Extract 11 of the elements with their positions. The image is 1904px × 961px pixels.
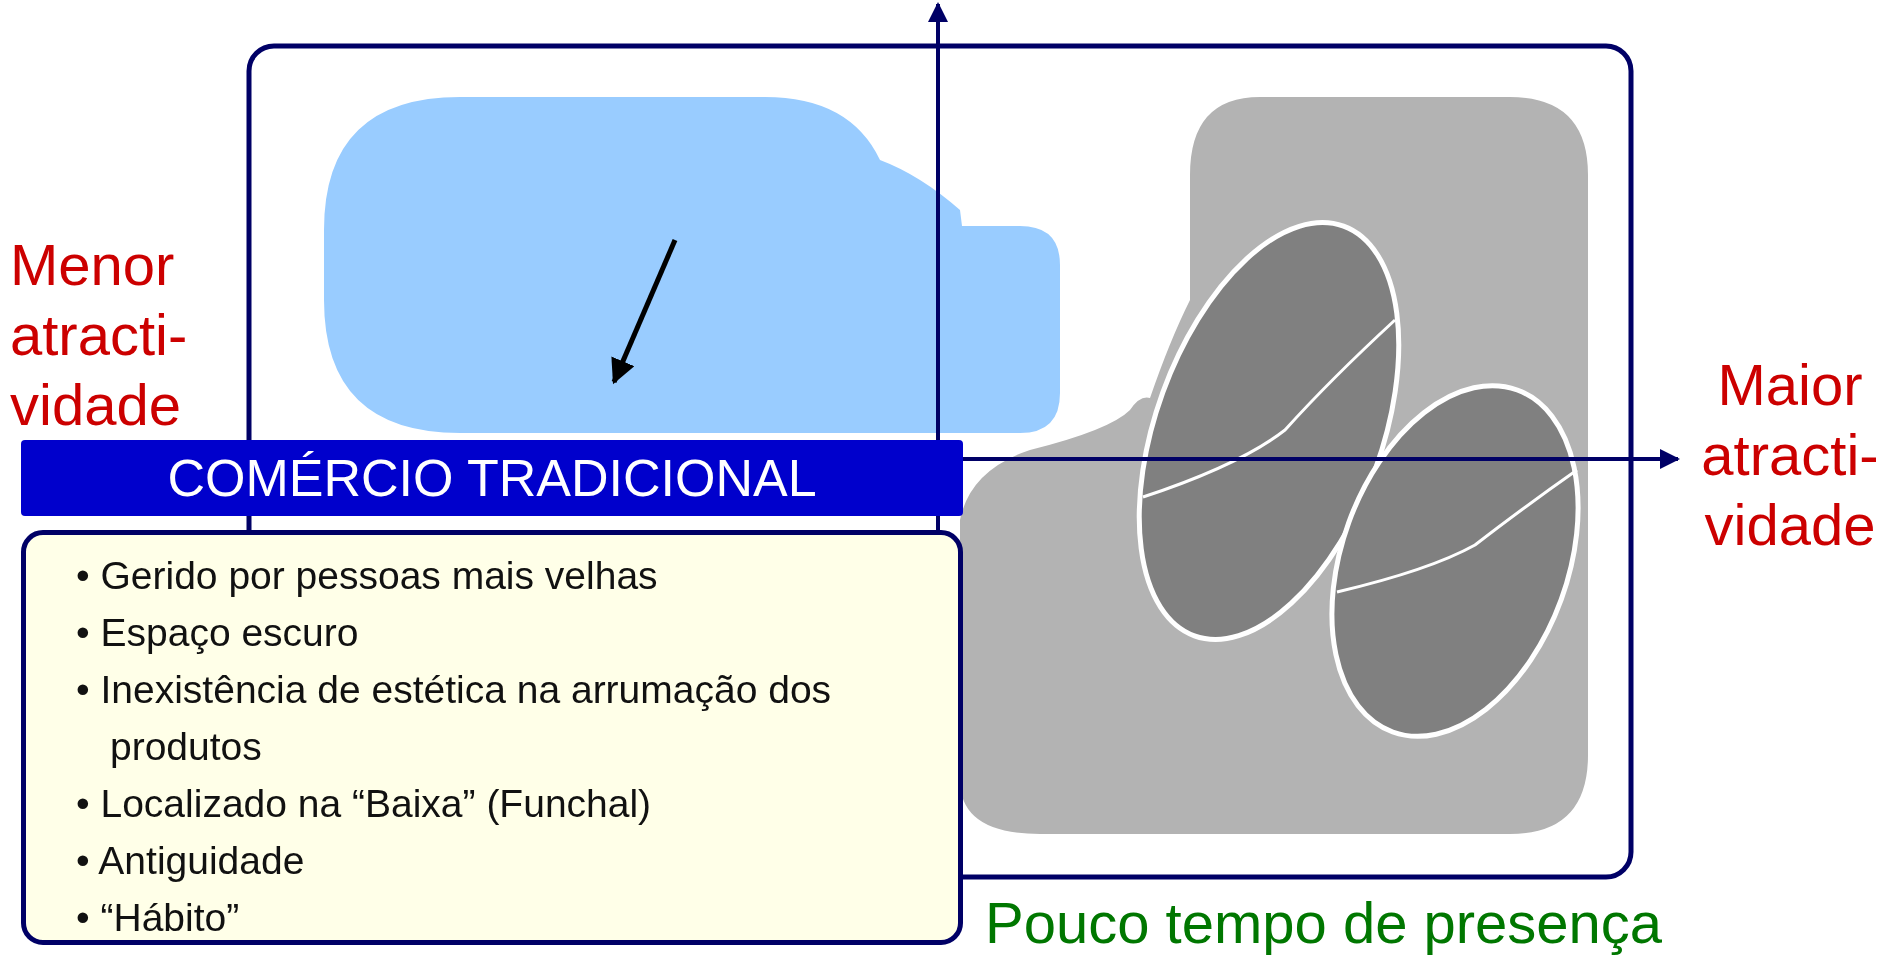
axis-label: Menor atracti- vidade (10, 231, 189, 439)
bullet-text: • Localizado na “Baixa” (Funchal) (76, 781, 653, 827)
bullet-text: • “Hábito” (76, 895, 241, 941)
bullet-text: • Gerido por pessoas mais velhas (76, 553, 659, 599)
bullet-text: • Espaço escuro (76, 610, 360, 656)
axis-label: Maior atracti- vidade (1700, 351, 1880, 559)
bullet-text: • Inexistência de estética na arrumação dos produtos (76, 667, 833, 770)
title-banner: COMÉRCIO TRADICIONAL (21, 440, 963, 516)
axis-label: Pouco tempo de presença (985, 889, 1663, 957)
text-panel (21, 530, 963, 945)
bullet-text: • Antiguidade (76, 838, 306, 884)
